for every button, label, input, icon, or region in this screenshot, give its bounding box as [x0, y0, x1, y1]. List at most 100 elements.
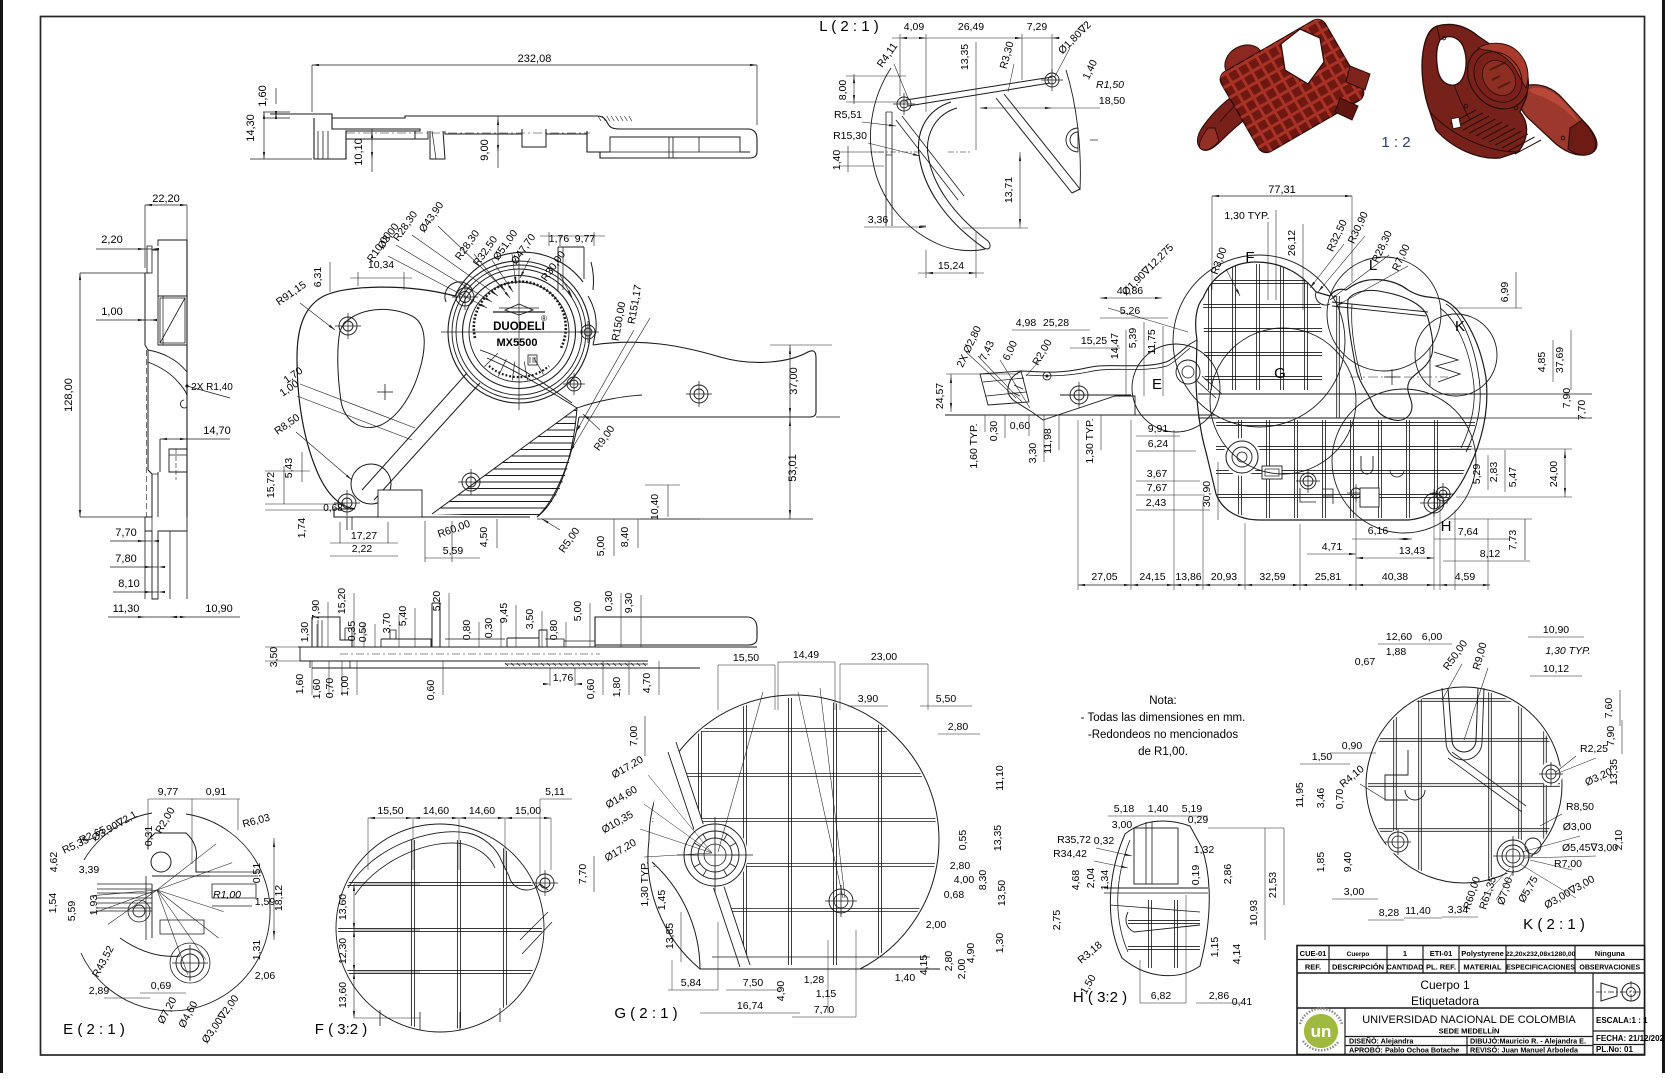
svg-text:5,26: 5,26 — [1120, 305, 1141, 317]
svg-text:1,54: 1,54 — [47, 893, 59, 914]
svg-text:1,00: 1,00 — [101, 306, 122, 318]
svg-text:3,39: 3,39 — [79, 864, 100, 876]
svg-text:11,75: 11,75 — [1146, 329, 1158, 355]
svg-text:DIBUJÓ:Mauricio R. - Alejandra: DIBUJÓ:Mauricio R. - Alejandra E. — [1470, 1037, 1586, 1046]
svg-text:24,15: 24,15 — [1139, 571, 1165, 583]
svg-text:4,90: 4,90 — [965, 943, 977, 964]
svg-text:7,90: 7,90 — [310, 600, 322, 621]
svg-text:un: un — [1311, 1022, 1332, 1041]
svg-text:0,68: 0,68 — [323, 503, 343, 514]
svg-text:3,50: 3,50 — [524, 609, 536, 630]
svg-text:7,60: 7,60 — [1603, 698, 1615, 719]
svg-text:4,50: 4,50 — [478, 527, 490, 548]
svg-text:7,90: 7,90 — [1605, 726, 1617, 747]
svg-text:1,60: 1,60 — [294, 674, 306, 695]
svg-text:9,40: 9,40 — [1342, 852, 1354, 873]
svg-text:14,47: 14,47 — [1109, 333, 1121, 359]
svg-text:Etiquetadora: Etiquetadora — [1411, 994, 1479, 1008]
svg-text:1 : 2: 1 : 2 — [1381, 134, 1410, 151]
svg-text:5,47: 5,47 — [1507, 467, 1519, 488]
svg-text:0,29: 0,29 — [1188, 814, 1209, 826]
svg-text:1,40: 1,40 — [1148, 803, 1169, 815]
svg-text:L ( 2 : 1 ): L ( 2 : 1 ) — [819, 18, 878, 35]
svg-text:13,86: 13,86 — [1175, 571, 1201, 583]
svg-text:7,29: 7,29 — [1027, 21, 1048, 33]
svg-text:5,00: 5,00 — [595, 536, 607, 557]
svg-text:5,18: 5,18 — [1114, 803, 1135, 815]
svg-text:R35,72: R35,72 — [1057, 834, 1091, 846]
svg-text:0,55: 0,55 — [957, 830, 969, 851]
svg-text:21,53: 21,53 — [1267, 872, 1279, 898]
svg-text:APROBÓ: Pablo Ochoa Botache: APROBÓ: Pablo Ochoa Botache — [1349, 1046, 1459, 1055]
svg-text:3,00: 3,00 — [1344, 886, 1365, 898]
svg-text:13,85: 13,85 — [664, 923, 676, 949]
svg-text:1: 1 — [1403, 949, 1407, 958]
svg-text:2,75: 2,75 — [1051, 910, 1063, 931]
svg-text:13,71: 13,71 — [1003, 177, 1015, 203]
svg-text:Ø3,00: Ø3,00 — [1563, 821, 1592, 833]
svg-text:H ( 3:2 ): H ( 3:2 ) — [1073, 989, 1127, 1006]
svg-text:2,83: 2,83 — [1488, 462, 1500, 483]
svg-text:7,70: 7,70 — [814, 1004, 835, 1016]
svg-text:11,30: 11,30 — [113, 603, 140, 615]
svg-text:Ninguna: Ninguna — [1595, 949, 1626, 958]
svg-text:0,60: 0,60 — [425, 680, 437, 701]
svg-text:REVISÓ: Juan Manuel Arboleda: REVISÓ: Juan Manuel Arboleda — [1470, 1046, 1579, 1055]
svg-text:232,08: 232,08 — [518, 53, 552, 65]
svg-text:1,45: 1,45 — [656, 890, 668, 911]
svg-text:4,00: 4,00 — [954, 874, 975, 886]
svg-text:18,50: 18,50 — [1099, 95, 1125, 107]
svg-text:8,12: 8,12 — [1480, 548, 1501, 560]
svg-text:15,20: 15,20 — [336, 588, 348, 614]
svg-text:10,34: 10,34 — [368, 259, 394, 271]
svg-text:37,00: 37,00 — [788, 367, 800, 395]
svg-text:4,90: 4,90 — [775, 981, 787, 1002]
svg-text:1,28: 1,28 — [804, 974, 825, 986]
svg-text:4,70: 4,70 — [641, 673, 653, 694]
svg-text:10,10: 10,10 — [353, 138, 365, 166]
svg-text:UNIVERSIDAD NACIONAL DE COLOMB: UNIVERSIDAD NACIONAL DE COLOMBIA — [1362, 1014, 1576, 1026]
svg-text:1,60: 1,60 — [257, 85, 269, 106]
svg-text:4,62: 4,62 — [48, 852, 60, 873]
svg-text:11,10: 11,10 — [994, 765, 1006, 791]
svg-text:41,86: 41,86 — [1117, 285, 1143, 297]
svg-text:1,76: 1,76 — [549, 233, 570, 245]
svg-text:30,90: 30,90 — [1201, 481, 1213, 507]
svg-text:CANTIDAD: CANTIDAD — [1387, 965, 1424, 972]
svg-text:1,85: 1,85 — [1315, 852, 1327, 873]
svg-text:7,73: 7,73 — [1507, 530, 1519, 551]
svg-text:7,80: 7,80 — [115, 553, 136, 565]
svg-text:L: L — [1369, 257, 1377, 274]
svg-text:6,24: 6,24 — [1148, 438, 1169, 450]
svg-text:8,40: 8,40 — [619, 527, 631, 548]
svg-text:H: H — [1441, 518, 1452, 535]
svg-text:R2,25: R2,25 — [1580, 743, 1608, 755]
svg-text:1,30 TYP.: 1,30 TYP. — [1545, 645, 1590, 657]
svg-text:1,40: 1,40 — [895, 972, 916, 984]
svg-text:5,50: 5,50 — [936, 693, 957, 705]
svg-text:0,68: 0,68 — [944, 889, 965, 901]
svg-text:25,28: 25,28 — [1043, 317, 1069, 329]
svg-text:14,60: 14,60 — [423, 805, 449, 817]
svg-text:4,98: 4,98 — [1016, 317, 1037, 329]
svg-text:11,98: 11,98 — [1042, 428, 1054, 454]
svg-text:F: F — [1245, 249, 1254, 266]
svg-text:9,30: 9,30 — [623, 593, 635, 614]
svg-text:3,70: 3,70 — [381, 613, 393, 634]
svg-text:2,89: 2,89 — [89, 985, 110, 997]
svg-text:FECHA: 21/12/202: FECHA: 21/12/202 — [1596, 1034, 1665, 1043]
svg-text:R1,00: R1,00 — [213, 889, 241, 901]
svg-text:5,00: 5,00 — [572, 601, 584, 622]
svg-text:E ( 2 : 1 ): E ( 2 : 1 ) — [63, 1021, 125, 1038]
svg-text:4,09: 4,09 — [904, 21, 925, 33]
svg-text:25,81: 25,81 — [1315, 571, 1341, 583]
svg-text:3,50: 3,50 — [268, 647, 280, 668]
svg-text:ESCALA:1 : 1: ESCALA:1 : 1 — [1596, 1016, 1648, 1025]
svg-text:R8,50: R8,50 — [1566, 801, 1594, 813]
svg-text:2,04: 2,04 — [1085, 868, 1097, 889]
svg-text:10,90: 10,90 — [1543, 624, 1569, 636]
svg-text:9,77: 9,77 — [575, 233, 596, 245]
svg-text:22,20: 22,20 — [152, 193, 180, 205]
svg-text:24,00: 24,00 — [1548, 461, 1560, 487]
svg-text:0,50: 0,50 — [357, 622, 369, 643]
